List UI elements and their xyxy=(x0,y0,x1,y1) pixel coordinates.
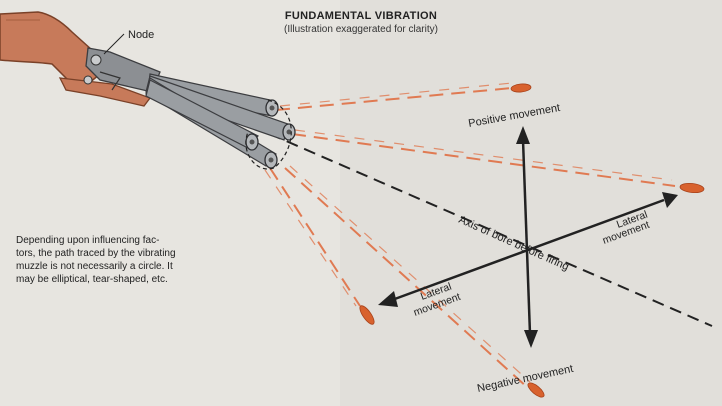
bullet-lower xyxy=(527,382,545,398)
trajectory-lower xyxy=(284,167,529,389)
caption-line: tors, the path traced by the vibrating xyxy=(16,248,176,259)
node-leader xyxy=(103,33,125,55)
node-label: Node xyxy=(128,29,154,41)
lateral-arrow xyxy=(378,192,678,307)
caption-text: Depending upon influencing fac- tors, th… xyxy=(16,234,230,286)
bullet-upper xyxy=(510,83,532,93)
trajectory-upper xyxy=(275,87,513,111)
rifle-icon xyxy=(0,11,296,170)
diagram-title: FUNDAMENTAL VIBRATION xyxy=(284,10,438,22)
caption-line: Depending upon influencing fac- xyxy=(16,235,160,246)
trajectory-left xyxy=(269,167,361,307)
vertical-arrow xyxy=(516,126,538,348)
bullet-left xyxy=(359,305,375,325)
caption-line: may be elliptical, tear-shaped, etc. xyxy=(16,274,168,285)
bullet-right xyxy=(679,182,705,194)
diagram-subtitle: (Illustration exaggerated for clarity) xyxy=(284,24,438,35)
caption-line: muzzle is not necessarily a circle. It xyxy=(16,261,173,272)
bore-axis-line xyxy=(94,57,713,327)
